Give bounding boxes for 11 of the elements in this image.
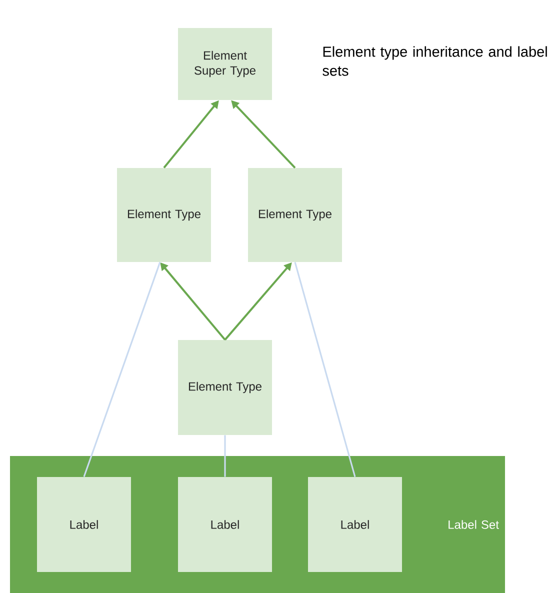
connector-line xyxy=(224,435,226,477)
type-box: Element Super Type xyxy=(178,28,272,100)
label-box: Label xyxy=(37,477,131,572)
connector-line xyxy=(83,262,161,478)
label-box: Label xyxy=(178,477,272,572)
type-box: Element Type xyxy=(248,168,342,262)
connector-line xyxy=(294,262,356,477)
type-box: Element Type xyxy=(178,340,272,435)
label-box: Label xyxy=(308,477,402,572)
type-box: Element Type xyxy=(117,168,211,262)
title: Element type inheritance and label sets xyxy=(322,46,547,76)
